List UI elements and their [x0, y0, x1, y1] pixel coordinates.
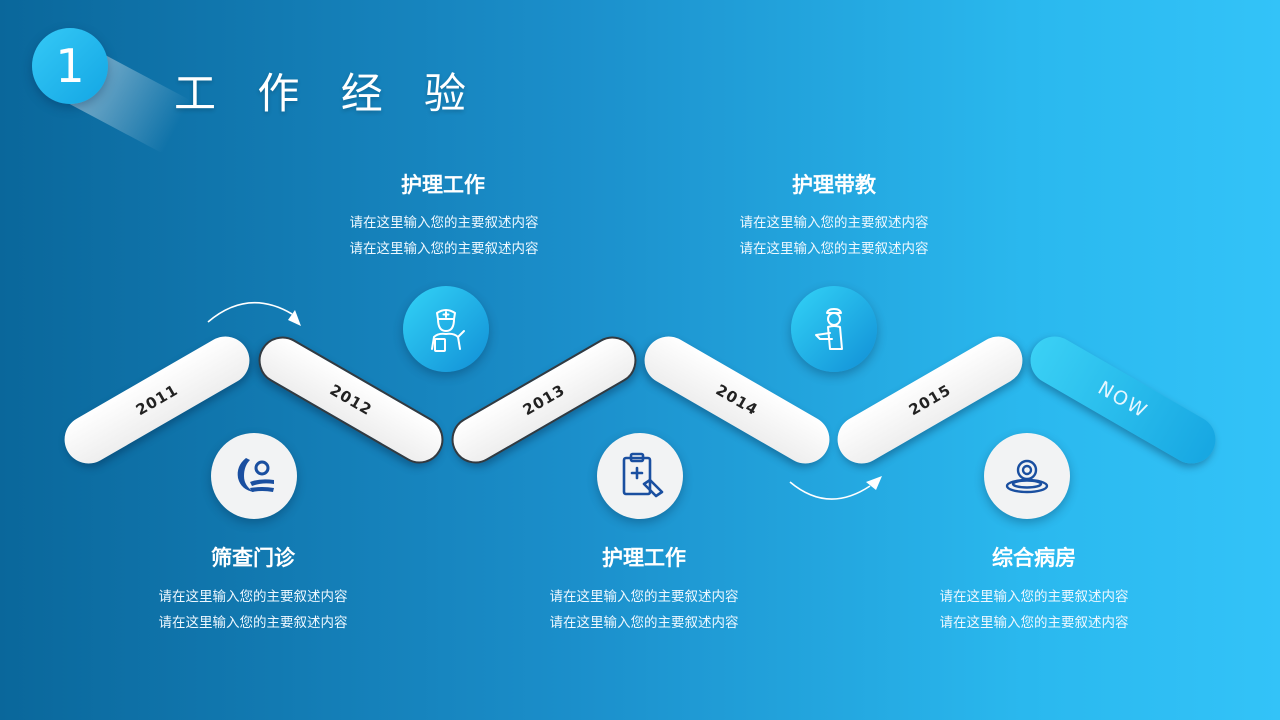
desc-line: 请在这里输入您的主要叙述内容 [349, 215, 539, 231]
medical-device-icon [1005, 459, 1049, 494]
desc-line: 请在这里输入您的主要叙述内容 [939, 589, 1129, 605]
clipboard-icon-circle [597, 433, 683, 519]
nurse-icon-circle [403, 286, 489, 372]
top-item-2-desc: 请在这里输入您的主要叙述内容 请在这里输入您的主要叙述内容 [684, 210, 984, 262]
bottom-item-2-desc: 请在这里输入您的主要叙述内容 请在这里输入您的主要叙述内容 [494, 584, 794, 636]
teacher-icon [815, 308, 843, 350]
desc-line: 请在这里输入您的主要叙述内容 [739, 215, 929, 231]
top-item-2-heading: 护理带教 [792, 173, 876, 197]
top-item-1-desc: 请在这里输入您的主要叙述内容 请在这里输入您的主要叙述内容 [294, 210, 594, 262]
year-label: 2013 [519, 380, 569, 420]
teacher-icon-circle [791, 286, 877, 372]
hand-care-icon [237, 458, 274, 492]
year-label: 2015 [905, 380, 955, 420]
section-number: 1 [55, 39, 85, 93]
slide-title: 工 作 经 验 [174, 69, 481, 118]
top-item-1-heading: 护理工作 [401, 173, 485, 197]
nurse-icon [431, 309, 465, 352]
year-label: 2014 [712, 380, 762, 420]
medical-device-icon-circle [984, 433, 1070, 519]
curved-arrow-top-icon [207, 302, 301, 326]
desc-line: 请在这里输入您的主要叙述内容 [739, 241, 929, 257]
desc-line: 请在这里输入您的主要叙述内容 [549, 615, 739, 631]
bottom-item-1-heading: 筛查门诊 [211, 546, 295, 570]
year-label: NOW [1094, 376, 1152, 424]
desc-line: 请在这里输入您的主要叙述内容 [939, 615, 1129, 631]
curved-arrow-bottom-icon [789, 476, 882, 500]
year-label: 2011 [132, 380, 182, 420]
bottom-item-3-heading: 综合病房 [992, 546, 1076, 570]
desc-line: 请在这里输入您的主要叙述内容 [549, 589, 739, 605]
hand-care-icon-circle [211, 433, 297, 519]
desc-line: 请在这里输入您的主要叙述内容 [158, 589, 348, 605]
bottom-item-2-heading: 护理工作 [602, 546, 686, 570]
desc-line: 请在这里输入您的主要叙述内容 [349, 241, 539, 257]
section-number-badge: 1 [32, 28, 108, 104]
clipboard-icon [622, 452, 664, 498]
bottom-item-3-desc: 请在这里输入您的主要叙述内容 请在这里输入您的主要叙述内容 [884, 584, 1184, 636]
year-label: 2012 [326, 380, 376, 420]
desc-line: 请在这里输入您的主要叙述内容 [158, 615, 348, 631]
bottom-item-1-desc: 请在这里输入您的主要叙述内容 请在这里输入您的主要叙述内容 [103, 584, 403, 636]
